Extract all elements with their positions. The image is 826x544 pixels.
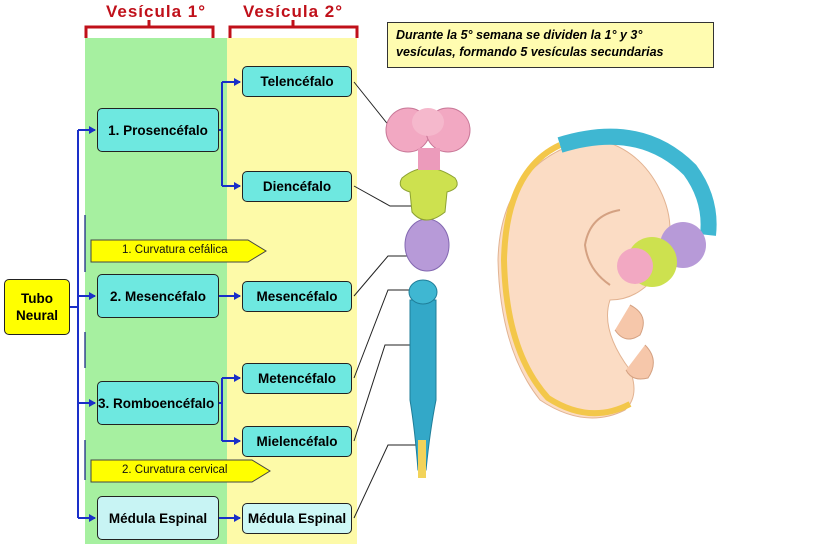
secondary-vesicle-myelencephalon: Mielencéfalo bbox=[242, 426, 352, 457]
neural-tube-illustration bbox=[385, 107, 471, 478]
primary-vesicle-spinal-cord: Médula Espinal bbox=[97, 496, 219, 540]
primary-vesicle-prosencephalon: 1. Prosencéfalo bbox=[97, 108, 219, 152]
primary-vesicle-header: Vesícula 1° bbox=[105, 2, 207, 21]
secondary-vesicle-header: Vesícula 2° bbox=[242, 2, 344, 21]
flexure-cephalic-label: 1. Curvatura cefálica bbox=[122, 244, 228, 256]
secondary-vesicle-telencephalon: Telencéfalo bbox=[242, 66, 352, 97]
primary-vesicle-rhombencephalon: 3. Romboencéfalo bbox=[97, 381, 219, 425]
flexure-cervical-label: 2. Curvatura cervical bbox=[122, 464, 228, 476]
secondary-vesicle-diencephalon: Diencéfalo bbox=[242, 171, 352, 202]
primary-vesicle-mesencephalon: 2. Mesencéfalo bbox=[97, 274, 219, 318]
secondary-vesicle-metencephalon: Metencéfalo bbox=[242, 363, 352, 394]
secondary-vesicle-mesencephalon: Mesencéfalo bbox=[242, 281, 352, 312]
secondary-vesicle-spinal-cord: Médula Espinal bbox=[242, 503, 352, 534]
embryo-illustration bbox=[497, 128, 717, 419]
secondary-bracket bbox=[228, 20, 359, 38]
neural-tube-box: Tubo Neural bbox=[4, 279, 70, 335]
primary-bracket bbox=[84, 20, 215, 38]
info-note: Durante la 5° semana se dividen la 1° y … bbox=[387, 22, 714, 68]
